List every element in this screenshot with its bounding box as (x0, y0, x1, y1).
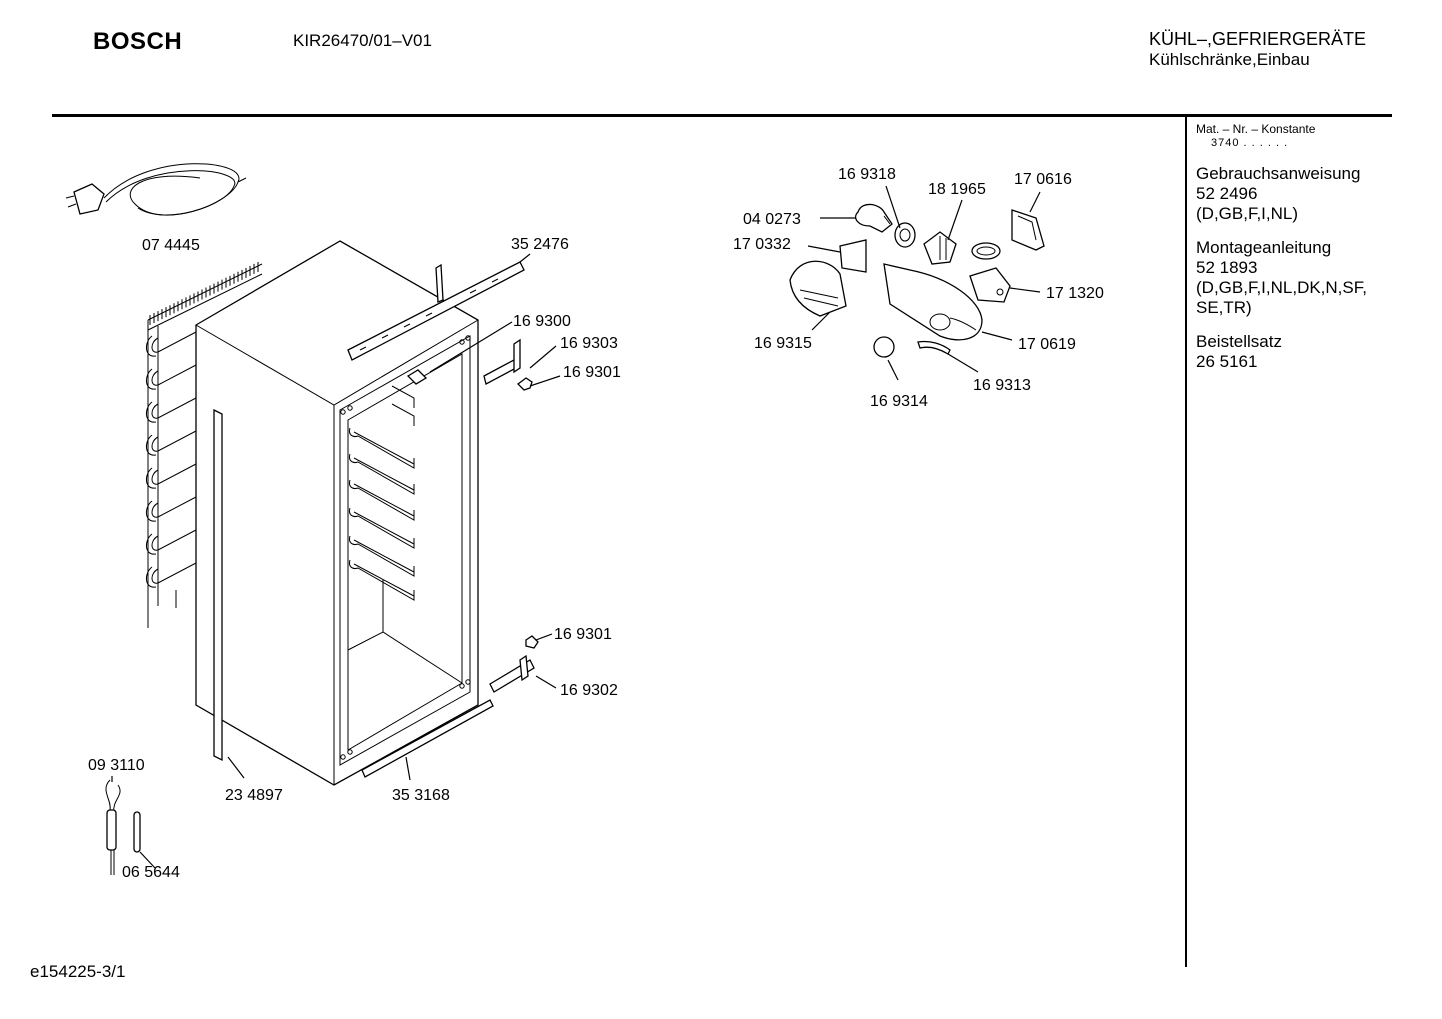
hinge-top-icon (406, 338, 533, 391)
lamp-holder-icon (923, 231, 957, 265)
lamp-bulb-icon (855, 203, 893, 233)
section-number: 52 1893 (1196, 258, 1258, 277)
hinge-bottom-icon (489, 635, 539, 693)
section-title: Beistellsatz (1196, 332, 1282, 351)
part-label: 23 4897 (225, 787, 283, 804)
part-label: 06 5644 (122, 864, 180, 881)
clip-icon (1011, 209, 1045, 251)
sidebar-section-installation: Montageanleitung 52 1893 (D,GB,F,I,NL,DK… (1196, 238, 1386, 318)
power-cord-icon (65, 163, 247, 216)
thermostat-icon (969, 267, 1011, 303)
part-label: 17 0619 (1018, 336, 1076, 353)
part-label: 35 3168 (392, 787, 450, 804)
part-label: 16 9313 (973, 377, 1031, 394)
sensor-sleeve-icon (133, 811, 141, 853)
lamp-socket-ring-icon (894, 222, 916, 248)
part-label: 16 9301 (554, 626, 612, 643)
light-cover-frame-icon (839, 239, 867, 273)
section-number: 52 2496 (1196, 184, 1258, 203)
part-label: 18 1965 (928, 181, 986, 198)
category-title: KÜHL–,GEFRIERGERÄTE (1149, 29, 1367, 49)
document-sidebar: Mat. – Nr. – Konstante 3740 . . . . . . … (1196, 122, 1386, 372)
model-number: KIR26470/01–V01 (293, 31, 432, 50)
sidebar-divider (1185, 117, 1187, 967)
section-number: 26 5161 (1196, 352, 1258, 371)
footer-code: e154225-3/1 (30, 962, 126, 981)
category-subtitle: Kühlschränke,Einbau (1149, 50, 1310, 69)
control-housing-icon (883, 263, 983, 341)
part-label: 04 0273 (743, 211, 801, 228)
part-label: 16 9315 (754, 335, 812, 352)
part-label: 07 4445 (142, 237, 200, 254)
part-label: 16 9318 (838, 166, 896, 183)
bottom-strip-icon (361, 699, 494, 778)
section-title: Gebrauchsanweisung (1196, 164, 1361, 183)
material-number-label: Mat. – Nr. – Konstante (1196, 122, 1316, 136)
brand-logo: BOSCH (93, 28, 183, 55)
lamp-cover-icon (789, 260, 847, 317)
seal-strip-icon (213, 408, 223, 762)
part-label: 16 9314 (870, 393, 928, 410)
part-label: 09 3110 (88, 757, 145, 774)
part-label: 17 1320 (1046, 285, 1104, 302)
part-label: 35 2476 (511, 236, 569, 253)
part-label: 16 9300 (513, 313, 571, 330)
sidebar-section-accessory-kit: Beistellsatz 26 5161 (1196, 332, 1386, 372)
control-knob-icon (873, 336, 895, 358)
sidebar-section-manual: Gebrauchsanweisung 52 2496 (D,GB,F,I,NL) (1196, 164, 1386, 224)
part-label: 17 0616 (1014, 171, 1072, 188)
temperature-sensor-icon (105, 779, 121, 875)
cabinet-body-icon (195, 240, 479, 786)
seal-profile-icon (917, 340, 951, 355)
part-label: 17 0332 (733, 236, 791, 253)
part-label: 16 9303 (560, 335, 618, 352)
section-title: Montageanleitung (1196, 238, 1332, 257)
section-languages: (D,GB,F,I,NL) (1196, 204, 1299, 223)
material-number-value: 3740 . . . . . . (1211, 137, 1289, 149)
section-languages: (D,GB,F,I,NL,DK,N,SF, SE,TR) (1196, 278, 1367, 317)
parts-diagram: 07 4445 35 2476 16 9300 16 9303 16 9301 … (65, 163, 1104, 881)
header-divider (52, 114, 1392, 117)
top-bracket-icon (347, 261, 525, 361)
part-label: 16 9302 (560, 682, 618, 699)
part-label: 16 9301 (563, 364, 621, 381)
condenser-coil-icon (146, 261, 263, 628)
rubber-ring-icon (971, 242, 1001, 260)
